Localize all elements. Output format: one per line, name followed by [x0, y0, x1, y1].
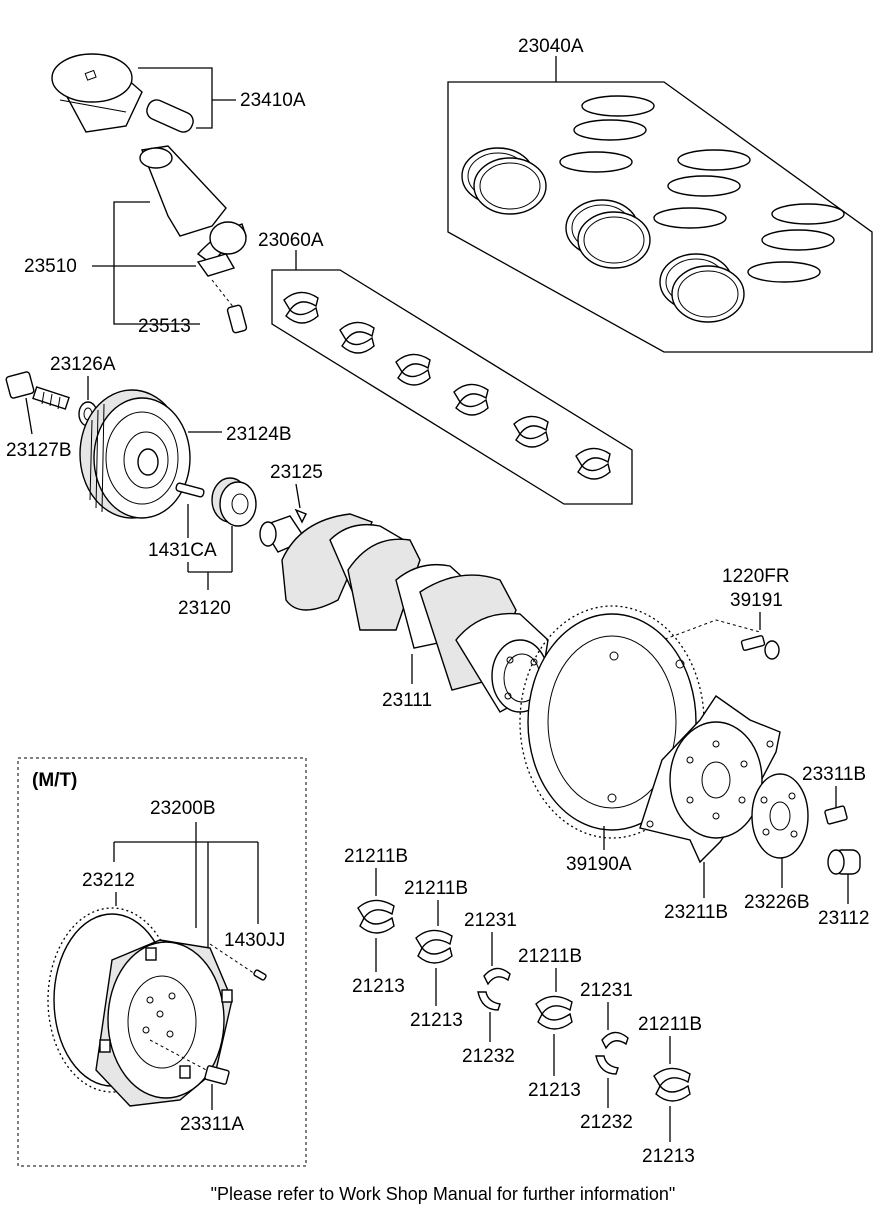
label-1430JJ: 1430JJ: [224, 930, 285, 951]
label-21231-1: 21231: [464, 910, 517, 931]
leader-23127B: [25, 397, 33, 435]
label-21211B-3: 21211B: [518, 946, 582, 967]
crankshaft-illustration: [259, 513, 549, 713]
label-1431CA: 1431CA: [148, 540, 217, 561]
label-23126A: 23126A: [50, 354, 116, 375]
label-39191: 39191: [730, 590, 783, 611]
label-23211B-plate: 23211B: [664, 902, 728, 923]
label-21211B-4: 21211B: [638, 1014, 702, 1035]
label-23410A: 23410A: [240, 90, 306, 111]
main-bearing-1: [357, 899, 395, 934]
label-21213-3: 21213: [528, 1080, 581, 1101]
label-1220FR: 1220FR: [722, 566, 790, 587]
label-39190A: 39190A: [566, 854, 632, 875]
leader-23120: [187, 504, 233, 590]
label-23040A: 23040A: [518, 36, 584, 57]
label-23125: 23125: [270, 462, 323, 483]
label-23120: 23120: [178, 598, 231, 619]
label-21213-1: 21213: [352, 976, 405, 997]
main-bearing-2: [415, 929, 453, 964]
label-23311B: 23311B: [802, 764, 866, 785]
label-21213-2: 21213: [410, 1010, 463, 1031]
ring-gear-bolt-illustration: [740, 635, 780, 660]
piston-rings-illustration: [461, 95, 845, 323]
label-21232-1: 21232: [462, 1046, 515, 1067]
flywheel-mt-illustration: [47, 907, 267, 1107]
damper-pulley-illustration: [79, 389, 191, 519]
piston-ring-set-box: [447, 56, 873, 353]
flywheel-bolt-illustration: [824, 805, 861, 875]
footer-note: "Please refer to Work Shop Manual for fu…: [211, 1184, 676, 1204]
adapter-plate-illustration: [751, 773, 809, 859]
label-21232-2: 21232: [580, 1112, 633, 1133]
piston-illustration: [51, 53, 194, 133]
label-23111: 23111: [382, 690, 432, 711]
mt-section-frame: [17, 757, 307, 1167]
mt-section-title: (M/T): [32, 770, 77, 791]
label-23060A: 23060A: [258, 230, 324, 251]
leader-23510: [92, 201, 200, 325]
label-23510: 23510: [24, 256, 77, 277]
bearing-set-box: [271, 250, 633, 505]
thrust-washer-2: [595, 1031, 629, 1075]
label-23200B: 23200B: [150, 798, 216, 819]
label-23226B: 23226B: [744, 892, 810, 913]
main-bearing-3: [535, 995, 573, 1030]
sprocket-illustration: [175, 477, 307, 527]
leader-23125: [295, 483, 301, 509]
pulley-bolt-illustration: [5, 371, 98, 427]
label-23112: 23112: [818, 908, 869, 929]
label-21211B-1: 21211B: [344, 846, 408, 867]
label-23212: 23212: [82, 870, 135, 891]
label-23124B: 23124B: [226, 424, 292, 445]
thrust-washer-1: [477, 967, 511, 1011]
label-21231-2: 21231: [580, 980, 633, 1001]
bearing-shells-illustration: [283, 291, 611, 480]
label-23311A: 23311A: [180, 1114, 244, 1135]
label-23513: 23513: [138, 316, 191, 337]
label-21213-4: 21213: [642, 1146, 695, 1167]
drive-plate-illustration: [639, 695, 781, 864]
main-bearing-4: [653, 1067, 691, 1102]
leader-39191: [619, 612, 761, 657]
leader-23410A: [138, 67, 236, 129]
label-23127B: 23127B: [6, 440, 72, 461]
connecting-rod-illustration: [139, 145, 248, 334]
label-21211B-2: 21211B: [404, 878, 468, 899]
